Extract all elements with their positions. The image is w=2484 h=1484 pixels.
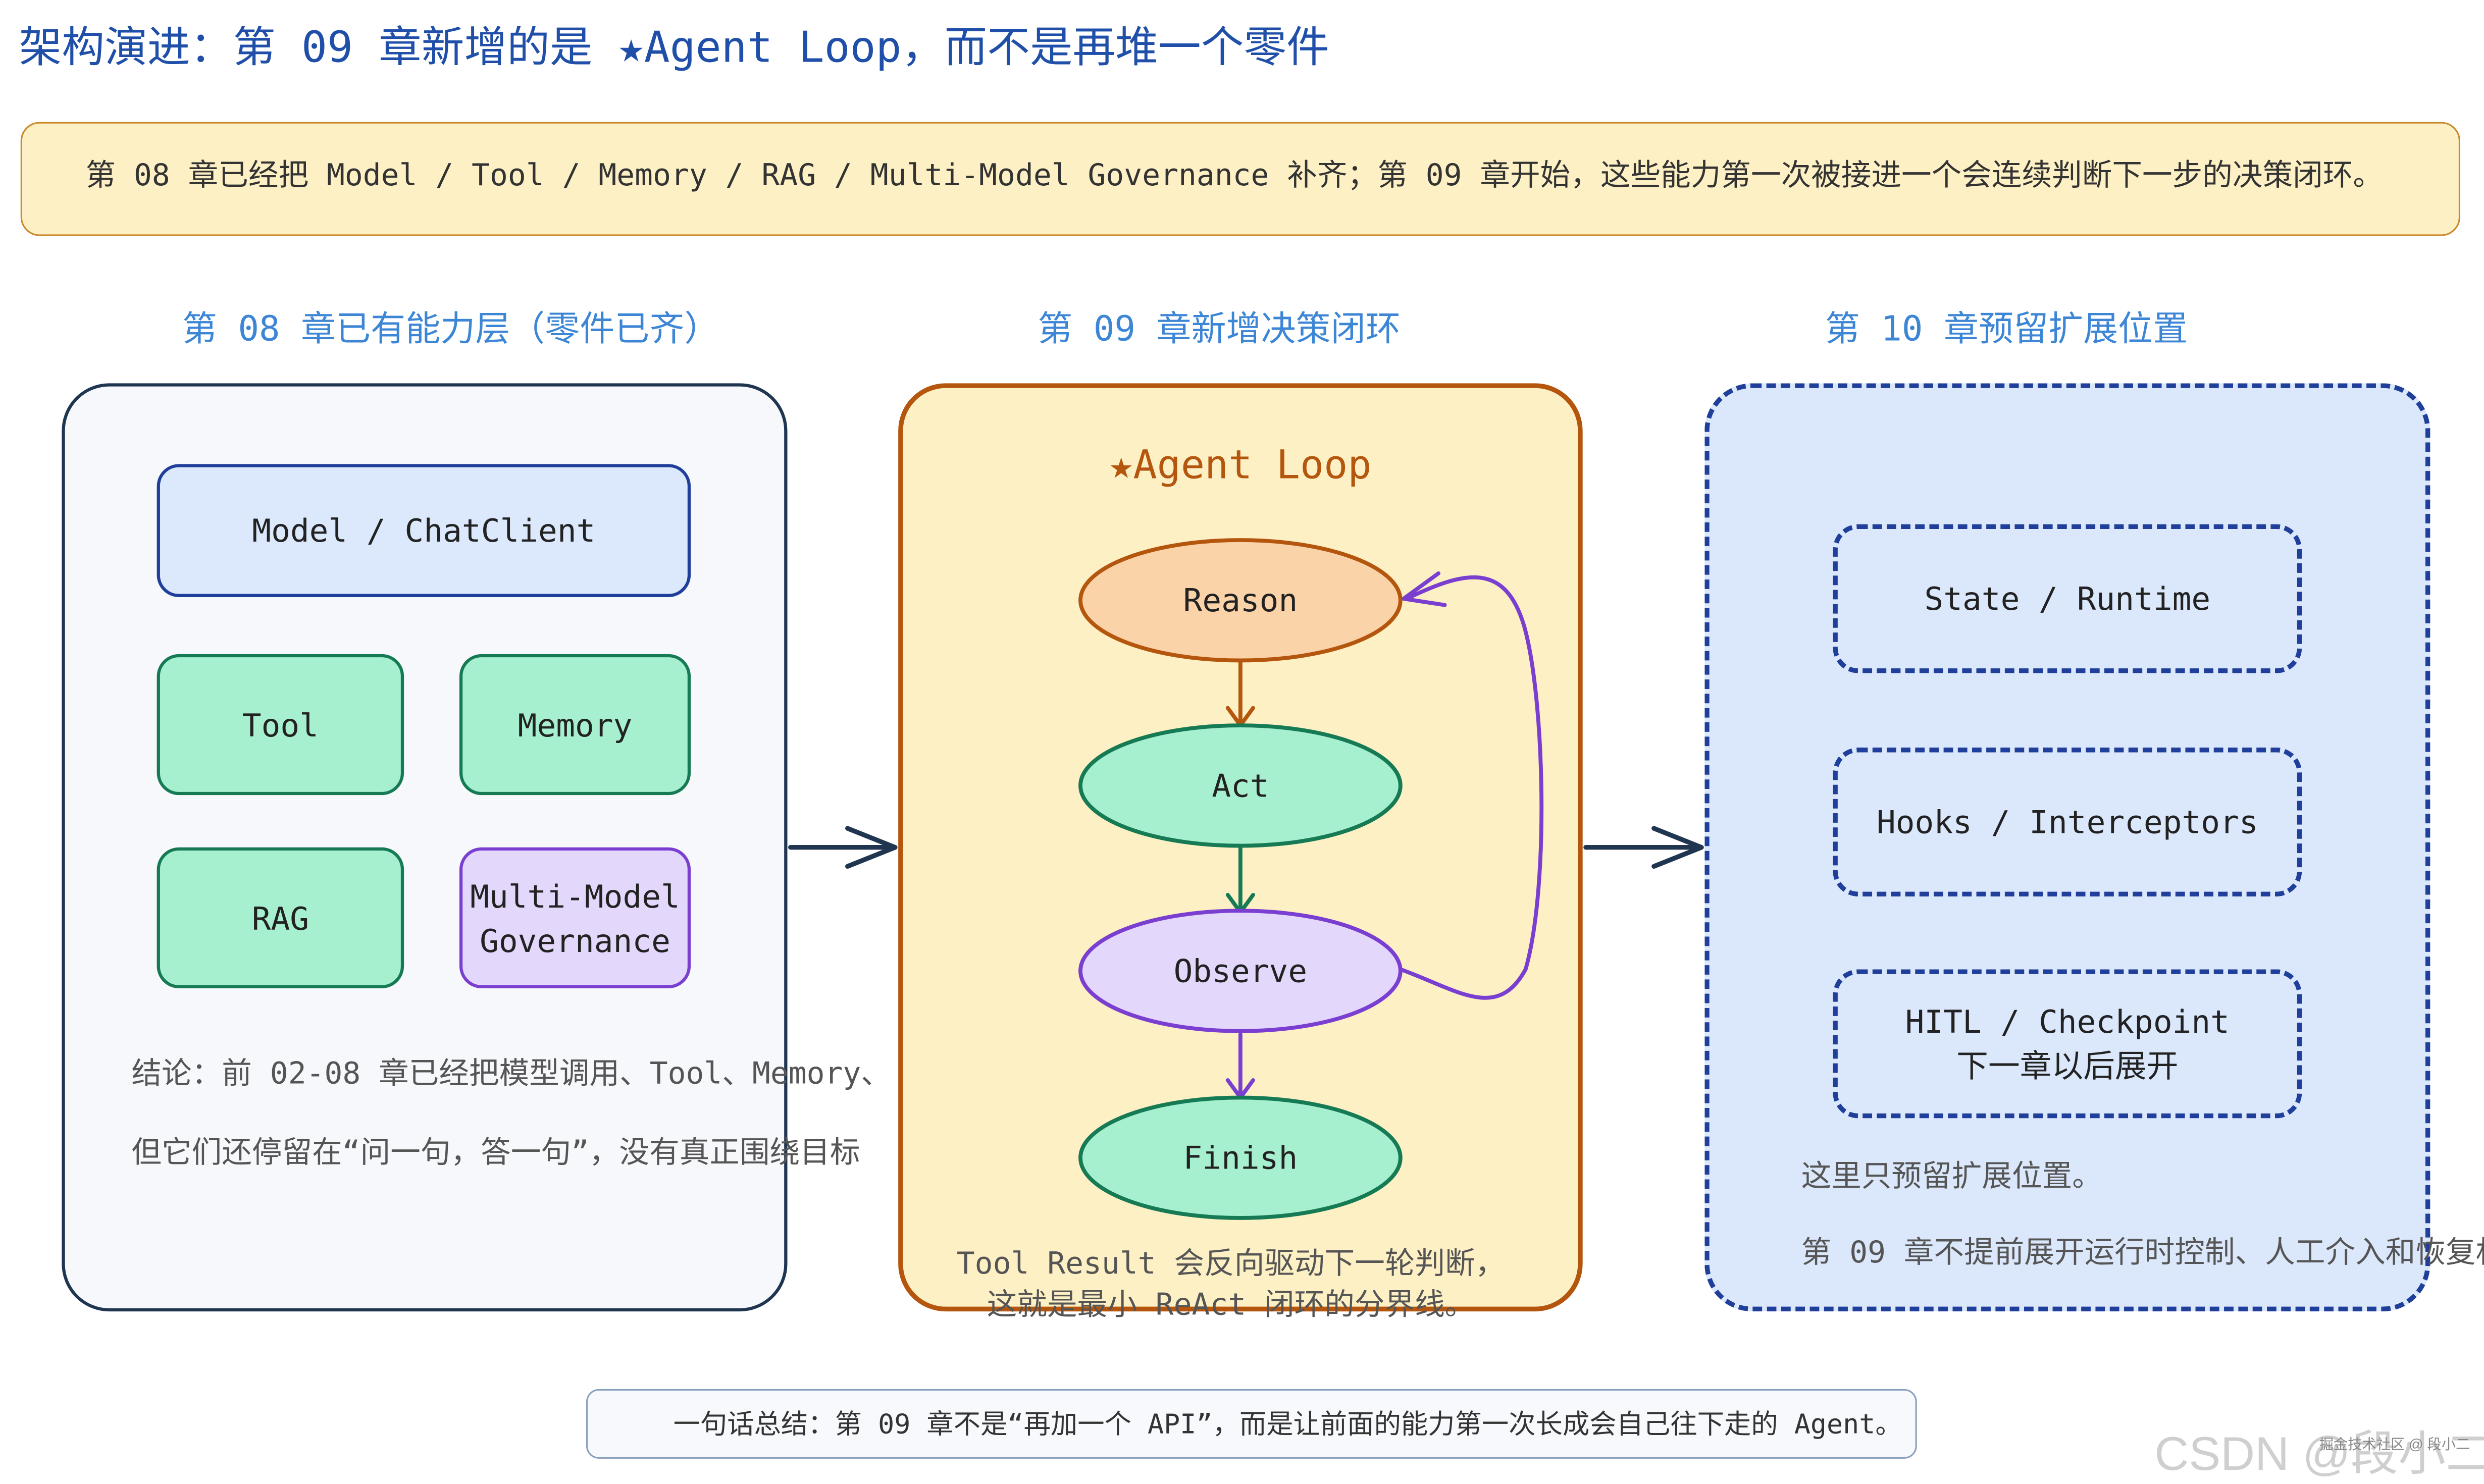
hooks-interceptors-box: Hooks / Interceptors xyxy=(1833,748,2302,896)
column-title-ch09: 第 09 章新增决策闭环 xyxy=(1038,310,1401,350)
column-title-ch10: 第 10 章预留扩展位置 xyxy=(1825,310,2188,350)
intro-banner xyxy=(20,122,2461,236)
governance-label-line2: Governance xyxy=(480,921,670,959)
tool-box: Tool xyxy=(157,654,404,796)
capability-note: 结论：前 02-08 章已经把模型调用、Tool、Memory、 但它们还停留在… xyxy=(131,1037,895,1196)
node-finish-label: Finish xyxy=(1183,1140,1298,1177)
extension-note: 这里只预留扩展位置。 第 09 章不提前展开运行时控制、人工介入和恢复机制 xyxy=(1801,1148,2484,1291)
node-observe-label: Observe xyxy=(1174,952,1307,989)
summary-box xyxy=(586,1389,1917,1459)
juejin-watermark: 掘金技术社区 @ 段小二 xyxy=(2319,1436,2470,1453)
intro-banner-text: 第 08 章已经把 Model / Tool / Memory / RAG / … xyxy=(85,158,2383,193)
model-chatclient-box: Model / ChatClient xyxy=(157,464,691,597)
node-finish: Finish xyxy=(1078,1095,1403,1220)
node-act-label: Act xyxy=(1212,767,1269,804)
node-reason: Reason xyxy=(1078,538,1403,663)
column-title-ch08: 第 08 章已有能力层（零件已齐） xyxy=(182,310,719,350)
memory-label: Memory xyxy=(518,705,633,744)
loop-note: Tool Result 会反向驱动下一轮判断， 这就是最小 ReAct 闭环的分… xyxy=(898,1243,1564,1326)
edge-act-to-observe xyxy=(1225,845,1255,915)
agent-loop-title: ★Agent Loop xyxy=(1109,442,1371,488)
rag-box: RAG xyxy=(157,847,404,988)
node-observe: Observe xyxy=(1078,909,1403,1033)
edge-reason-to-act xyxy=(1225,660,1255,728)
state-runtime-box: State / Runtime xyxy=(1833,524,2302,673)
arrow-ch09-to-ch10 xyxy=(1583,826,1704,869)
capability-note-line2: 但它们还停留在“问一句，答一句”，没有真正围绕目标 xyxy=(131,1135,860,1171)
state-runtime-label: State / Runtime xyxy=(1924,579,2211,618)
capability-note-line1: 结论：前 02-08 章已经把模型调用、Tool、Memory、 xyxy=(131,1056,891,1091)
edge-observe-to-finish xyxy=(1225,1032,1255,1100)
extension-panel xyxy=(1704,383,2430,1312)
tool-label: Tool xyxy=(242,705,319,744)
summary-text: 一句话总结：第 09 章不是“再加一个 API”，而是让前面的能力第一次长成会自… xyxy=(673,1409,1902,1442)
governance-label-line1: Multi-Model xyxy=(470,876,680,915)
csdn-watermark: CSDN @段小二 xyxy=(2154,1428,2484,1481)
edge-observe-feedback-to-reason xyxy=(1398,571,1544,1000)
hooks-interceptors-label: Hooks / Interceptors xyxy=(1876,803,2258,841)
arrow-ch08-to-ch09 xyxy=(788,826,898,869)
node-act: Act xyxy=(1078,723,1403,848)
hitl-checkpoint-box: HITL / Checkpoint 下一章以后展开 xyxy=(1833,969,2302,1119)
page-title: 架构演进：第 09 章新增的是 ★Agent Loop，而不是再堆一个零件 xyxy=(19,24,1329,73)
model-chatclient-label: Model / ChatClient xyxy=(252,511,596,550)
loop-note-line2: 这就是最小 ReAct 闭环的分界线。 xyxy=(987,1288,1475,1323)
rag-label: RAG xyxy=(251,898,309,937)
memory-box: Memory xyxy=(459,654,691,796)
extension-note-line2: 第 09 章不提前展开运行时控制、人工介入和恢复机制 xyxy=(1801,1235,2484,1270)
hitl-checkpoint-sublabel: 下一章以后展开 xyxy=(1956,1047,2179,1085)
node-reason-label: Reason xyxy=(1183,582,1298,619)
hitl-checkpoint-label: HITL / Checkpoint xyxy=(1905,1002,2230,1041)
loop-note-line1: Tool Result 会反向驱动下一轮判断， xyxy=(956,1246,1506,1282)
multi-model-governance-box: Multi-Model Governance xyxy=(459,847,691,988)
extension-note-line1: 这里只预留扩展位置。 xyxy=(1801,1159,2102,1194)
